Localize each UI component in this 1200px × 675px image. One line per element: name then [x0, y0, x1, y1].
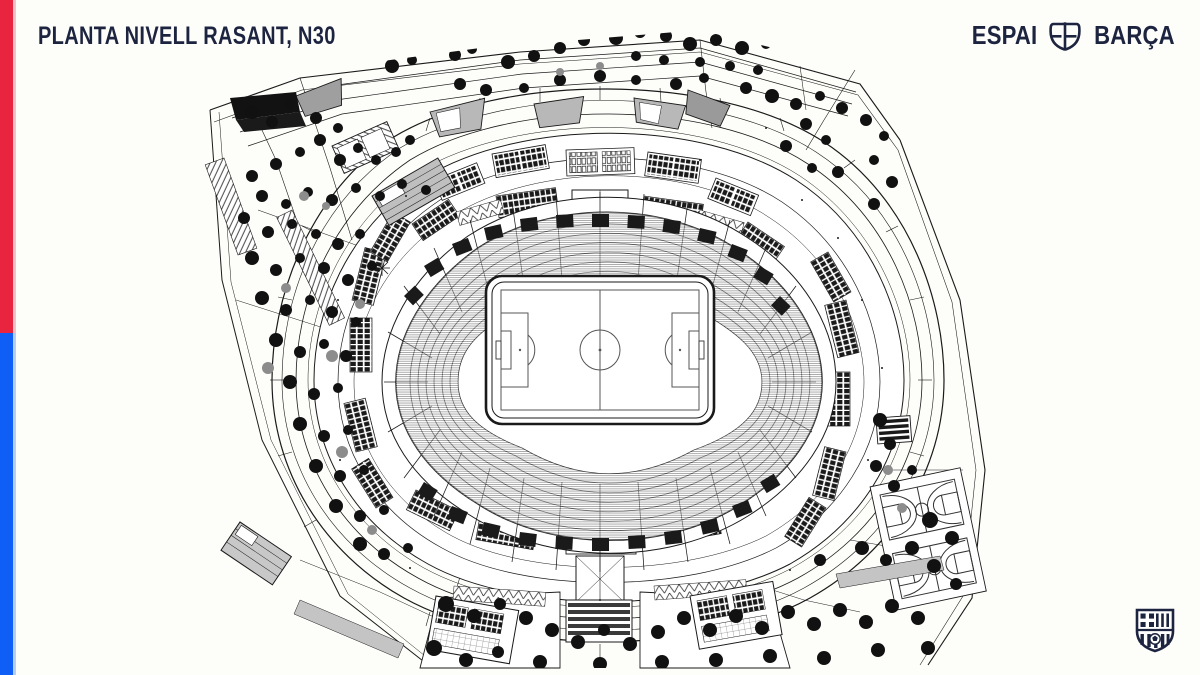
- page-title: PLANTA NIVELL RASANT, N30: [38, 22, 336, 50]
- goal-right: [698, 340, 705, 360]
- goal-left: [495, 340, 502, 360]
- compass-star-icon: [374, 260, 390, 276]
- fc-barcelona-crest-icon: [1134, 607, 1176, 653]
- football-pitch: [484, 274, 716, 426]
- accent-stripe-red-segment: [0, 0, 13, 333]
- espai-barca-logo: ESPAI BARÇA: [966, 20, 1182, 51]
- bowl-box-blocks: [404, 214, 791, 551]
- cad-annotation-marks: [337, 127, 883, 601]
- basketball-court: [879, 478, 965, 541]
- brand-word-barca: BARÇA: [1094, 20, 1175, 50]
- accent-stripe-glow: [13, 0, 16, 675]
- eb-shield-monogram-icon: [1048, 21, 1082, 51]
- accent-stripe: [0, 0, 16, 675]
- brand-word-espai: ESPAI: [971, 20, 1038, 50]
- accent-stripe-blue-segment: [0, 333, 13, 675]
- basketball-courts: [869, 467, 987, 611]
- concourse-program-blocks-sides: [343, 211, 860, 548]
- nw-ramp-structures: [204, 121, 456, 586]
